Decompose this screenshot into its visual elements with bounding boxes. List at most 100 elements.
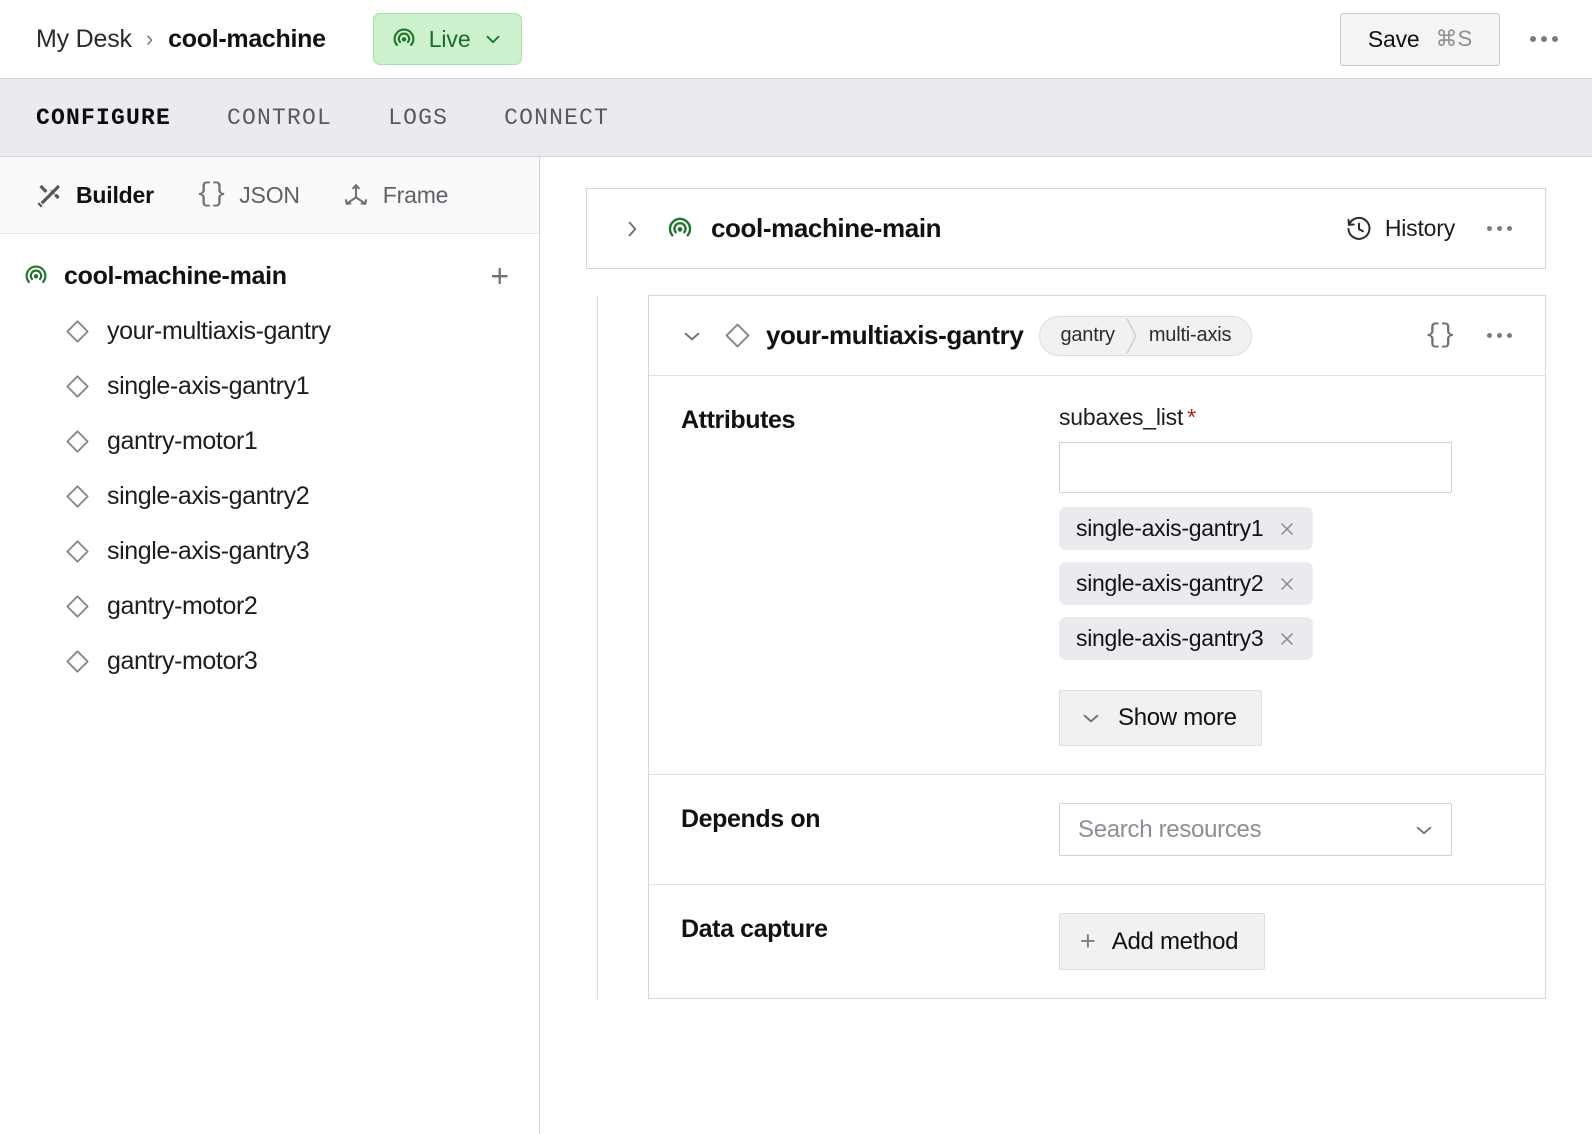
chip-label: single-axis-gantry2 (1076, 570, 1263, 597)
close-icon[interactable] (1277, 574, 1297, 594)
diamond-icon (64, 593, 91, 620)
chevron-down-icon[interactable] (671, 319, 713, 353)
machine-card: cool-machine-main History (586, 188, 1546, 269)
broadcast-icon (390, 25, 418, 53)
close-icon[interactable] (1277, 519, 1297, 539)
chevron-down-icon (1413, 819, 1435, 841)
sidebar-view-frame[interactable]: Frame (342, 181, 448, 209)
sidebar-view-json[interactable]: {} JSON (196, 180, 300, 210)
broadcast-icon (22, 262, 50, 290)
clock-history-icon (1345, 215, 1373, 243)
add-method-button[interactable]: + Add method (1059, 913, 1265, 970)
badge-divider-icon (1123, 317, 1141, 355)
chevron-right-icon[interactable] (611, 212, 653, 246)
search-resources-select[interactable]: Search resources (1059, 803, 1452, 856)
main-panel: cool-machine-main History (540, 157, 1592, 1134)
tree-item-single-axis-gantry3[interactable]: single-axis-gantry3 (0, 524, 539, 579)
diamond-icon (64, 373, 91, 400)
chip-single-axis-gantry1[interactable]: single-axis-gantry1 (1059, 507, 1313, 550)
sidebar-view-builder[interactable]: Builder (36, 182, 154, 209)
breadcrumb-separator: › (146, 26, 153, 52)
resource-card-actions: {} (1425, 321, 1522, 351)
tab-control[interactable]: CONTROL (227, 79, 356, 157)
primary-tab-bar: CONFIGURE CONTROL LOGS CONNECT (0, 79, 1592, 157)
depends-on-label: Depends on (681, 803, 1059, 856)
tree-item-gantry-motor1[interactable]: gantry-motor1 (0, 414, 539, 469)
tree-item-gantry-motor3[interactable]: gantry-motor3 (0, 634, 539, 689)
depends-on-row: Depends on Search resources (649, 775, 1545, 885)
attributes-row: Attributes subaxes_list* single-axis-gan… (649, 376, 1545, 775)
plus-icon[interactable]: + (490, 260, 509, 292)
subaxes-list-label: subaxes_list* (1059, 404, 1521, 431)
child-resource-indent: your-multiaxis-gantry gantry multi-axis … (597, 295, 1546, 999)
tab-configure[interactable]: CONFIGURE (36, 79, 195, 157)
data-capture-label: Data capture (681, 913, 1059, 970)
tree-root-label: cool-machine-main (64, 262, 287, 291)
tree-item-label: single-axis-gantry1 (107, 372, 309, 401)
tree-item-label: your-multiaxis-gantry (107, 317, 331, 346)
tree-item-single-axis-gantry2[interactable]: single-axis-gantry2 (0, 469, 539, 524)
sidebar-view-toolbar: Builder {} JSON Frame (0, 157, 539, 234)
sidebar-view-json-label: JSON (239, 182, 300, 209)
machine-card-header[interactable]: cool-machine-main History (587, 189, 1545, 268)
tree-item-label: gantry-motor2 (107, 592, 257, 621)
braces-icon[interactable]: {} (1425, 321, 1455, 351)
chip-label: single-axis-gantry1 (1076, 515, 1263, 542)
ellipsis-icon[interactable] (1477, 218, 1522, 239)
tree-root-cool-machine-main[interactable]: cool-machine-main + (0, 248, 539, 304)
ellipsis-icon[interactable] (1520, 28, 1568, 50)
tree-item-label: single-axis-gantry3 (107, 537, 309, 566)
braces-icon: {} (196, 180, 226, 210)
resource-card-header[interactable]: your-multiaxis-gantry gantry multi-axis … (649, 296, 1545, 376)
machine-card-actions: History (1345, 215, 1522, 243)
tab-connect[interactable]: CONNECT (504, 79, 633, 157)
resource-card-title: your-multiaxis-gantry (766, 320, 1023, 351)
sidebar-view-frame-label: Frame (383, 182, 448, 209)
tree-item-gantry-motor2[interactable]: gantry-motor2 (0, 579, 539, 634)
live-status-dropdown[interactable]: Live (373, 13, 522, 65)
badge-api-label: gantry (1040, 317, 1122, 355)
tab-logs[interactable]: LOGS (388, 79, 472, 157)
top-bar: My Desk › cool-machine Live Save ⌘S (0, 0, 1592, 79)
show-more-button[interactable]: Show more (1059, 690, 1262, 746)
chip-label: single-axis-gantry3 (1076, 625, 1263, 652)
sidebar: Builder {} JSON Frame (0, 157, 540, 1134)
diamond-icon (64, 538, 91, 565)
close-icon[interactable] (1277, 629, 1297, 649)
ellipsis-icon[interactable] (1477, 325, 1522, 346)
attributes-body: subaxes_list* single-axis-gantry1 (1059, 404, 1521, 746)
history-button-label: History (1385, 215, 1455, 242)
resource-card: your-multiaxis-gantry gantry multi-axis … (648, 295, 1546, 999)
breadcrumb-current: cool-machine (168, 25, 326, 54)
subaxes-list-input[interactable] (1059, 442, 1452, 493)
save-shortcut-label: ⌘S (1435, 26, 1472, 52)
diamond-icon (64, 428, 91, 455)
required-marker: * (1187, 404, 1196, 430)
add-method-label: Add method (1112, 928, 1238, 956)
tree-item-label: gantry-motor3 (107, 647, 257, 676)
diamond-icon (64, 648, 91, 675)
chevron-down-icon (482, 28, 504, 50)
plus-icon: + (1080, 928, 1096, 955)
live-status-label: Live (429, 26, 471, 53)
tree-item-your-multiaxis-gantry[interactable]: your-multiaxis-gantry (0, 304, 539, 359)
diamond-icon (64, 483, 91, 510)
badge-model-label: multi-axis (1141, 317, 1251, 355)
attributes-label: Attributes (681, 404, 1059, 746)
diamond-icon (723, 321, 752, 350)
chip-single-axis-gantry3[interactable]: single-axis-gantry3 (1059, 617, 1313, 660)
show-more-label: Show more (1118, 704, 1237, 732)
depends-on-body: Search resources (1059, 803, 1521, 856)
breadcrumb-root[interactable]: My Desk (36, 25, 132, 54)
save-button[interactable]: Save ⌘S (1340, 13, 1500, 66)
subaxes-chip-list: single-axis-gantry1 single-axis-gantry2 (1059, 507, 1521, 672)
tree-item-single-axis-gantry1[interactable]: single-axis-gantry1 (0, 359, 539, 414)
chevron-down-icon (1080, 707, 1102, 729)
axes-icon (342, 181, 370, 209)
chip-single-axis-gantry2[interactable]: single-axis-gantry2 (1059, 562, 1313, 605)
tools-icon (36, 182, 63, 209)
history-button[interactable]: History (1345, 215, 1455, 243)
diamond-icon (64, 318, 91, 345)
resource-type-badge: gantry multi-axis (1039, 316, 1252, 356)
resource-tree: cool-machine-main + your-multiaxis-gantr… (0, 234, 539, 689)
